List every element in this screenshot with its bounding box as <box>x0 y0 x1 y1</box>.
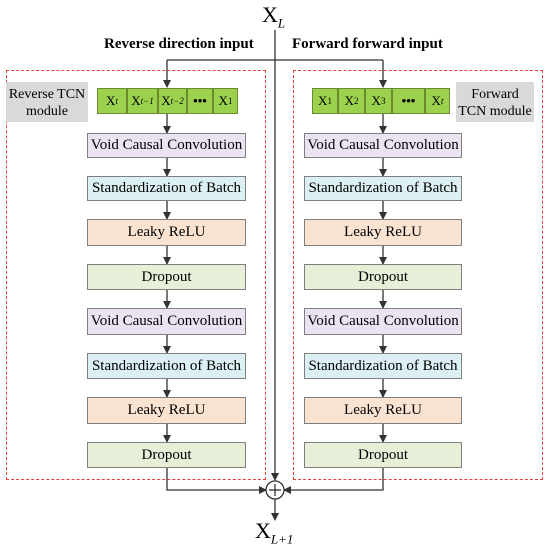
plus-icon <box>265 480 285 500</box>
right-dropout-2: Dropout <box>304 442 462 468</box>
left-dropout-2: Dropout <box>87 442 246 468</box>
right-batch-norm-1: Standardization of Batch <box>304 176 462 201</box>
left-batch-norm-2: Standardization of Batch <box>87 353 246 379</box>
right-void-causal-convolution-2: Void Causal Convolution <box>304 308 462 335</box>
forward-tcn-module <box>293 70 543 480</box>
reverse-tcn-module <box>6 70 266 480</box>
output-label: XL+1 <box>255 518 294 547</box>
right-batch-norm-2: Standardization of Batch <box>304 353 462 379</box>
left-void-causal-convolution-1: Void Causal Convolution <box>87 133 246 158</box>
left-void-causal-convolution-2: Void Causal Convolution <box>87 308 246 335</box>
right-header: Forward forward input <box>292 36 443 52</box>
sequence-ellipsis: ••• <box>392 88 425 114</box>
left-batch-norm-1: Standardization of Batch <box>87 176 246 201</box>
right-merge-arrow <box>283 467 384 494</box>
input-label: XL <box>262 2 286 31</box>
left-leaky-relu-1: Leaky ReLU <box>87 219 246 246</box>
sequence-ellipsis: ••• <box>187 88 213 114</box>
left-leaky-relu-2: Leaky ReLU <box>87 397 246 424</box>
right-leaky-relu-2: Leaky ReLU <box>304 397 462 424</box>
left-dropout-1: Dropout <box>87 264 246 290</box>
left-merge-arrow <box>166 467 267 494</box>
left-header: Reverse direction input <box>104 36 254 52</box>
reverse-module-label: Reverse TCN module <box>6 82 88 122</box>
right-dropout-1: Dropout <box>304 264 462 290</box>
right-leaky-relu-1: Leaky ReLU <box>304 219 462 246</box>
right-void-causal-convolution-1: Void Causal Convolution <box>304 133 462 158</box>
forward-module-label: Forward TCN module <box>456 82 534 122</box>
